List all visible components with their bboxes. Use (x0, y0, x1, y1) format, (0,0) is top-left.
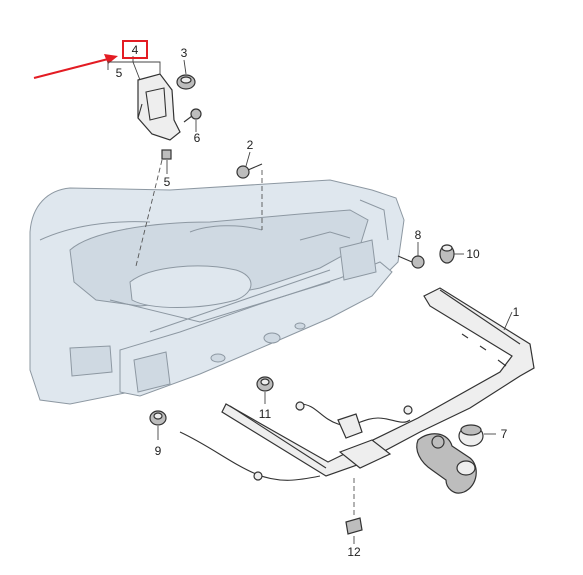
wiring-harness (179, 401, 413, 481)
bolt-part-2 (236, 163, 263, 230)
cap-part-7 (458, 424, 484, 447)
callout-labels: 4 5 3 6 5 2 8 10 1 7 9 11 12 (116, 40, 520, 559)
grommet-part-9 (149, 410, 167, 426)
grommet-part-11 (256, 376, 274, 392)
callout-6[interactable]: 6 (194, 131, 201, 145)
cap-part-10 (439, 244, 455, 264)
tow-bar-crossmember (221, 287, 535, 494)
car-rear-body (29, 179, 405, 405)
callout-2[interactable]: 2 (247, 138, 254, 152)
callout-8[interactable]: 8 (415, 228, 422, 242)
label-pad-part-12 (345, 517, 363, 535)
callout-4-highlight-box (122, 40, 148, 59)
callout-10[interactable]: 10 (466, 247, 480, 261)
bracket-assembly (137, 73, 202, 160)
leader-lines (107, 56, 513, 544)
callout-5-lower[interactable]: 5 (164, 175, 171, 189)
callout-4[interactable]: 4 (132, 43, 139, 57)
callout-9[interactable]: 9 (155, 444, 162, 458)
callout-7[interactable]: 7 (501, 427, 508, 441)
callout-3[interactable]: 3 (181, 46, 188, 60)
highlight-arrow (33, 54, 118, 79)
callout-12[interactable]: 12 (347, 545, 361, 559)
callout-11[interactable]: 11 (259, 407, 272, 421)
callout-1[interactable]: 1 (513, 305, 520, 319)
callout-5-upper[interactable]: 5 (116, 66, 123, 80)
bolt-part-8 (397, 255, 425, 269)
